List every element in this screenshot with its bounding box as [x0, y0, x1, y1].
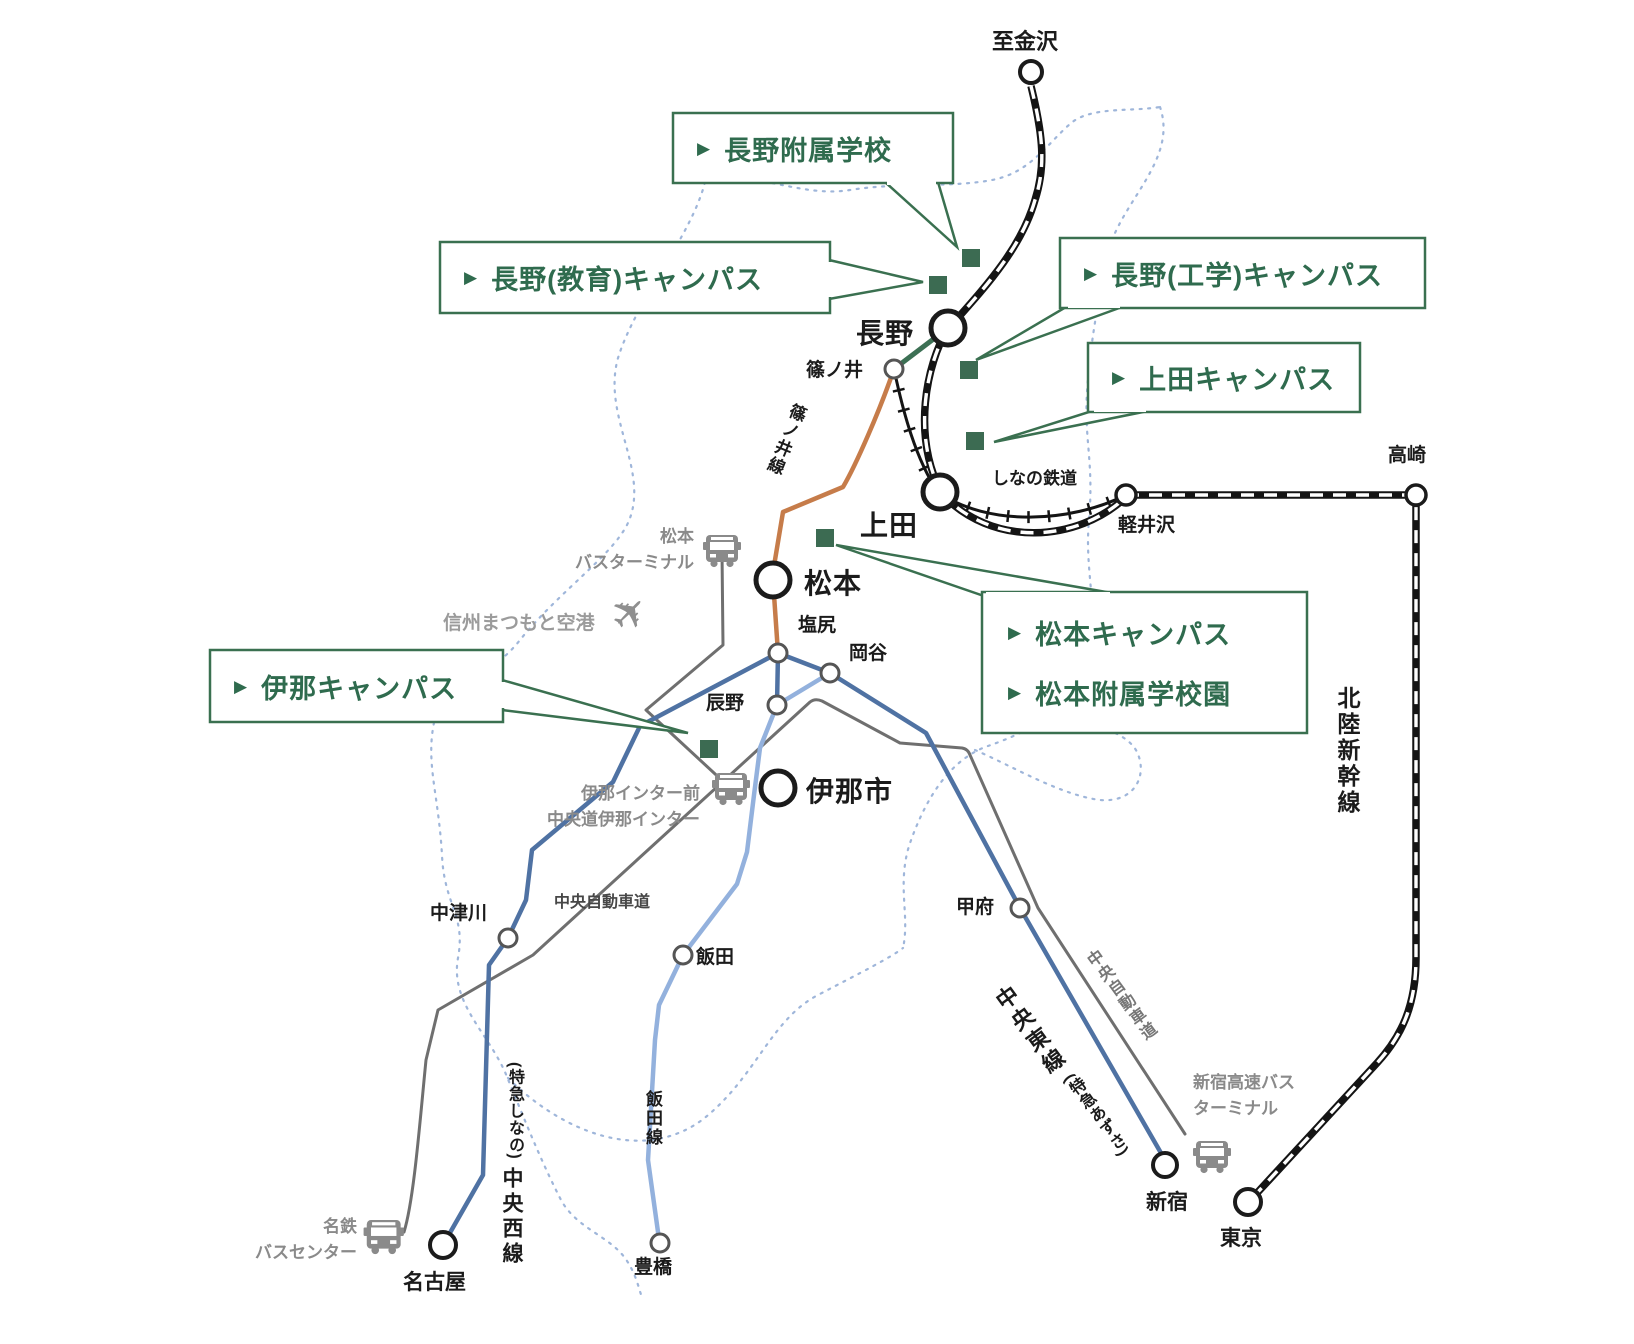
facility-label-shinjuku-bus-terminal: 新宿高速バス ターミナル [1193, 1070, 1295, 1123]
station-label-shinonoi: 篠ノ井 [806, 360, 864, 381]
station-label-iida: 飯田 [696, 947, 735, 968]
station-matsumoto [753, 560, 793, 600]
callout-nagano-kogaku[interactable]: ▶ 長野(工学)キャンパス [1060, 238, 1425, 308]
facility-label-line: 松本 [660, 527, 694, 546]
campus-marker-nagano-kogaku [960, 361, 978, 379]
campus-marker-matsumoto [816, 529, 834, 547]
station-ueda [920, 472, 960, 512]
facility-label-line: 伊那インター前 [581, 784, 700, 803]
line-label-shinano-railway: しなの鉄道 [992, 469, 1077, 488]
station-label-tokyo: 東京 [1220, 1227, 1262, 1250]
campus-marker-nagano-kyoiku [929, 276, 947, 294]
facility-label-matsumoto-bus-terminal: 松本 バスターミナル [539, 524, 694, 575]
station-label-matsumoto: 松本 [804, 568, 863, 599]
station-ina-shi [758, 768, 798, 808]
shinonoi-line-rail [770, 366, 897, 656]
campus-marker-nagano-fuzoku [962, 249, 980, 267]
facility-label-line: ターミナル [1193, 1099, 1278, 1119]
line-label-iida: 飯田線 [643, 1090, 662, 1147]
station-karuizawa [1114, 483, 1138, 507]
station-nakatsugawa [497, 927, 519, 949]
station-circles [428, 59, 1428, 1260]
callout-label: 長野附属学校 [724, 135, 893, 166]
station-shinonoi [883, 358, 905, 380]
station-toyohashi [649, 1232, 671, 1254]
callout-arrow-icon: ▶ [1008, 623, 1023, 642]
campus-markers [700, 249, 984, 758]
callout-arrow-icon: ▶ [1008, 683, 1023, 702]
expressway-roads [402, 550, 1187, 1234]
station-iida [672, 944, 694, 966]
callout-matsumoto-campus[interactable]: ▶ 松本キャンパス [982, 603, 1307, 663]
line-label-hokuriku-shinkansen: 北陸新幹線 [1334, 686, 1360, 816]
callout-nagano-fuzoku[interactable]: ▶ 長野附属学校 [673, 113, 953, 183]
station-label-toyohashi: 豊橋 [634, 1257, 673, 1278]
facility-label-line: 新宿高速バス [1193, 1073, 1295, 1092]
station-label-ueda: 上田 [860, 510, 919, 541]
station-shiojiri [767, 642, 789, 664]
station-kanazawa [1018, 59, 1044, 85]
station-label-tatsuno: 辰野 [706, 693, 745, 714]
station-label-takasaki: 高崎 [1388, 445, 1427, 466]
callout-arrow-icon: ▶ [234, 676, 249, 696]
bus-icon-shinjuku [1193, 1141, 1231, 1174]
chuo-west-rail [440, 650, 781, 1248]
station-label-nakatsugawa: 中津川 [430, 903, 488, 924]
station-label-okaya: 岡谷 [849, 643, 888, 664]
callout-arrow-icon: ▶ [1112, 368, 1127, 387]
bus-icon-meitetsu [363, 1220, 404, 1255]
callout-label: 伊那キャンパス [261, 673, 458, 704]
callout-arrow-icon: ▶ [697, 138, 712, 158]
callout-nagano-kyoiku[interactable]: ▶ 長野(教育)キャンパス [440, 242, 830, 313]
callout-arrow-icon: ▶ [464, 268, 479, 287]
callout-label: 上田キャンパス [1139, 365, 1336, 395]
callout-ina[interactable]: ▶ 伊那キャンパス [210, 650, 503, 722]
station-label-ina-shi: 伊那市 [806, 776, 894, 807]
campus-marker-ina [700, 740, 718, 758]
callout-matsumoto-group: ▶ 松本キャンパス ▶ 松本附属学校園 [982, 592, 1307, 733]
callout-label: 長野(工学)キャンパス [1111, 260, 1384, 291]
station-label-shinjuku: 新宿 [1146, 1191, 1188, 1214]
station-tokyo [1233, 1187, 1263, 1217]
callout-label: 松本附属学校園 [1035, 680, 1232, 710]
chuo-east-rail [775, 650, 1168, 1163]
station-label-shiojiri: 塩尻 [798, 615, 837, 636]
facility-label-line: バスセンター [255, 1242, 357, 1262]
line-label-chuo-west: (特急しなの) 中央西線 [496, 1062, 526, 1267]
callout-ueda[interactable]: ▶ 上田キャンパス [1088, 343, 1360, 412]
chuo-expressway-road [402, 698, 1187, 1234]
callout-shapes [208, 111, 1427, 735]
station-label-karuizawa: 軽井沢 [1118, 515, 1176, 536]
road-label-chuo-expressway: 中央自動車道 [554, 894, 651, 911]
station-tatsuno [766, 694, 788, 716]
facility-label-line: 名鉄 [323, 1217, 357, 1236]
matsumoto-bus-road [644, 550, 729, 787]
station-nagoya [428, 1230, 458, 1260]
station-okaya [819, 662, 841, 684]
station-kofu [1009, 897, 1031, 919]
station-shinjuku [1151, 1151, 1179, 1179]
callout-arrow-icon: ▶ [1084, 263, 1099, 283]
railway-lines [440, 325, 1168, 1248]
station-label-nagano: 長野 [856, 318, 915, 349]
facility-label-line: 中央道伊那インター [547, 809, 700, 829]
callout-label: 松本キャンパス [1035, 620, 1232, 650]
line-label-chuo-west-name: 中央西線 [500, 1166, 523, 1267]
facility-label-airport: 信州まつもと空港 [443, 613, 595, 634]
station-takasaki [1404, 483, 1428, 507]
station-nagano [928, 308, 968, 348]
station-label-nagoya: 名古屋 [403, 1271, 466, 1294]
station-label-kanazawa: 至金沢 [992, 29, 1059, 54]
line-label-chuo-west-note: (特急しなの) [506, 1062, 523, 1160]
station-label-kofu: 甲府 [956, 897, 995, 918]
facility-label-line: バスターミナル [575, 552, 694, 572]
bus-icon-ina [712, 773, 750, 806]
campus-marker-ueda [966, 432, 984, 450]
facility-label-ina-inter: 伊那インター前 中央道伊那インター [500, 781, 700, 832]
callout-label: 長野(教育)キャンパス [491, 265, 764, 295]
facility-label-meitetsu-bus-center: 名鉄 バスセンター [235, 1214, 357, 1265]
callout-matsumoto-fuzoku[interactable]: ▶ 松本附属学校園 [982, 663, 1307, 723]
iida-line-rail [645, 670, 833, 1246]
